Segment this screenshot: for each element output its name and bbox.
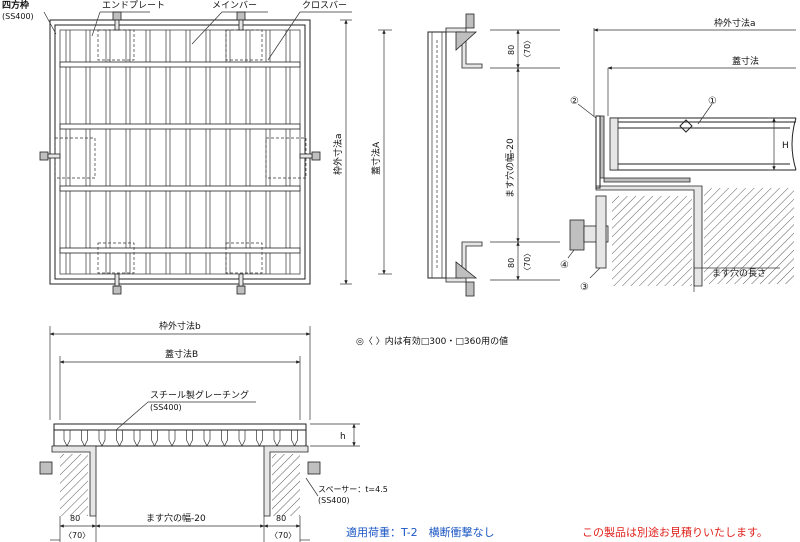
grating-bar: [133, 430, 141, 447]
grating-bar: [291, 430, 298, 447]
dim-70-bottom: 〈70〉: [523, 249, 532, 275]
end-plate-box: [225, 242, 263, 274]
dim-80-left: 80: [70, 514, 80, 523]
end-plate-box: [54, 137, 96, 179]
main-bar-label: メインバー: [212, 0, 257, 11]
frame-material-label: (SS400): [2, 12, 34, 21]
grating-bar: [221, 430, 228, 447]
hole-width-bottom-label: ます穴の幅-20: [146, 512, 206, 524]
plan-view: [39, 11, 352, 295]
load-note: 適用荷重：T-2 横断衝撃なし: [346, 525, 495, 539]
detail-view: [567, 28, 797, 292]
grating-bar: [203, 430, 211, 447]
dim-80-top: 80: [507, 45, 516, 55]
dim-70-top: 〈70〉: [523, 36, 532, 62]
grating-bar: [168, 430, 176, 447]
cross-bar: [59, 61, 301, 68]
end-plate-box: [225, 29, 263, 61]
lid-a-label: 蓋寸法A: [370, 141, 382, 175]
callout-4: ④: [560, 260, 569, 271]
bolt-icon: [39, 11, 321, 295]
outer-frame: [49, 19, 311, 285]
grating-name-label: スチール製グレーチング: [150, 389, 249, 401]
callout-1: ①: [708, 96, 717, 107]
grating-bar: [238, 430, 246, 447]
grating-bar: [98, 430, 106, 447]
main-bars: [65, 30, 291, 274]
callout-3: ③: [580, 282, 589, 293]
dim-80-right: 80: [276, 514, 286, 523]
hole-width-side-label: ます穴の幅-20: [504, 138, 516, 198]
spacer-material-label: (SS400): [318, 496, 350, 505]
end-plate-box: [97, 29, 135, 61]
detail-frame-outer-a-label: 枠外寸法a: [714, 17, 756, 29]
dim-70-right: 〈70〉: [270, 531, 296, 540]
grating-bar: [81, 430, 88, 447]
cross-bar: [59, 247, 301, 254]
cross-bars: [59, 61, 301, 254]
estimate-note: この製品は別途お見積りいたします。: [582, 525, 768, 539]
detail-hole-length-label: ます穴の長さ: [712, 267, 766, 279]
grating-bar: [116, 430, 123, 447]
frame-outer-b-label: 枠外寸法b: [159, 320, 201, 332]
side-section: [427, 13, 560, 297]
grating-bar: [186, 430, 193, 447]
note-values: ◎〈 〉内は有効□300・□360用の値: [356, 335, 508, 347]
cross-bar: [59, 185, 301, 192]
spacer-label: スペーサー：t=4.5: [318, 485, 388, 494]
end-plate-box: [97, 242, 135, 274]
dim-80-bottom: 80: [507, 258, 516, 268]
cross-bar: [59, 123, 301, 130]
dim-70-left: 〈70〉: [64, 531, 90, 540]
detail-H-label: H: [782, 141, 789, 151]
dim-h-label: h: [340, 432, 346, 442]
lid-B-label: 蓋寸法B: [165, 348, 198, 360]
grating-bar: [273, 430, 281, 447]
grating-material-label: (SS400): [150, 403, 182, 412]
grating-bar: [151, 430, 158, 447]
front-section: [39, 326, 360, 542]
cross-bar-label: クロスバー: [302, 0, 347, 11]
callout-2: ②: [570, 96, 579, 107]
grating-bar: [256, 430, 263, 447]
end-plate-label: エンドプレート: [102, 0, 165, 11]
frame-outer-a-label: 枠外寸法a: [332, 133, 344, 175]
grating-bar: [63, 430, 71, 447]
grating-bars: [63, 430, 298, 447]
detail-lid-label: 蓋寸法: [732, 55, 759, 67]
frame-name-label: 四方枠: [2, 0, 29, 11]
